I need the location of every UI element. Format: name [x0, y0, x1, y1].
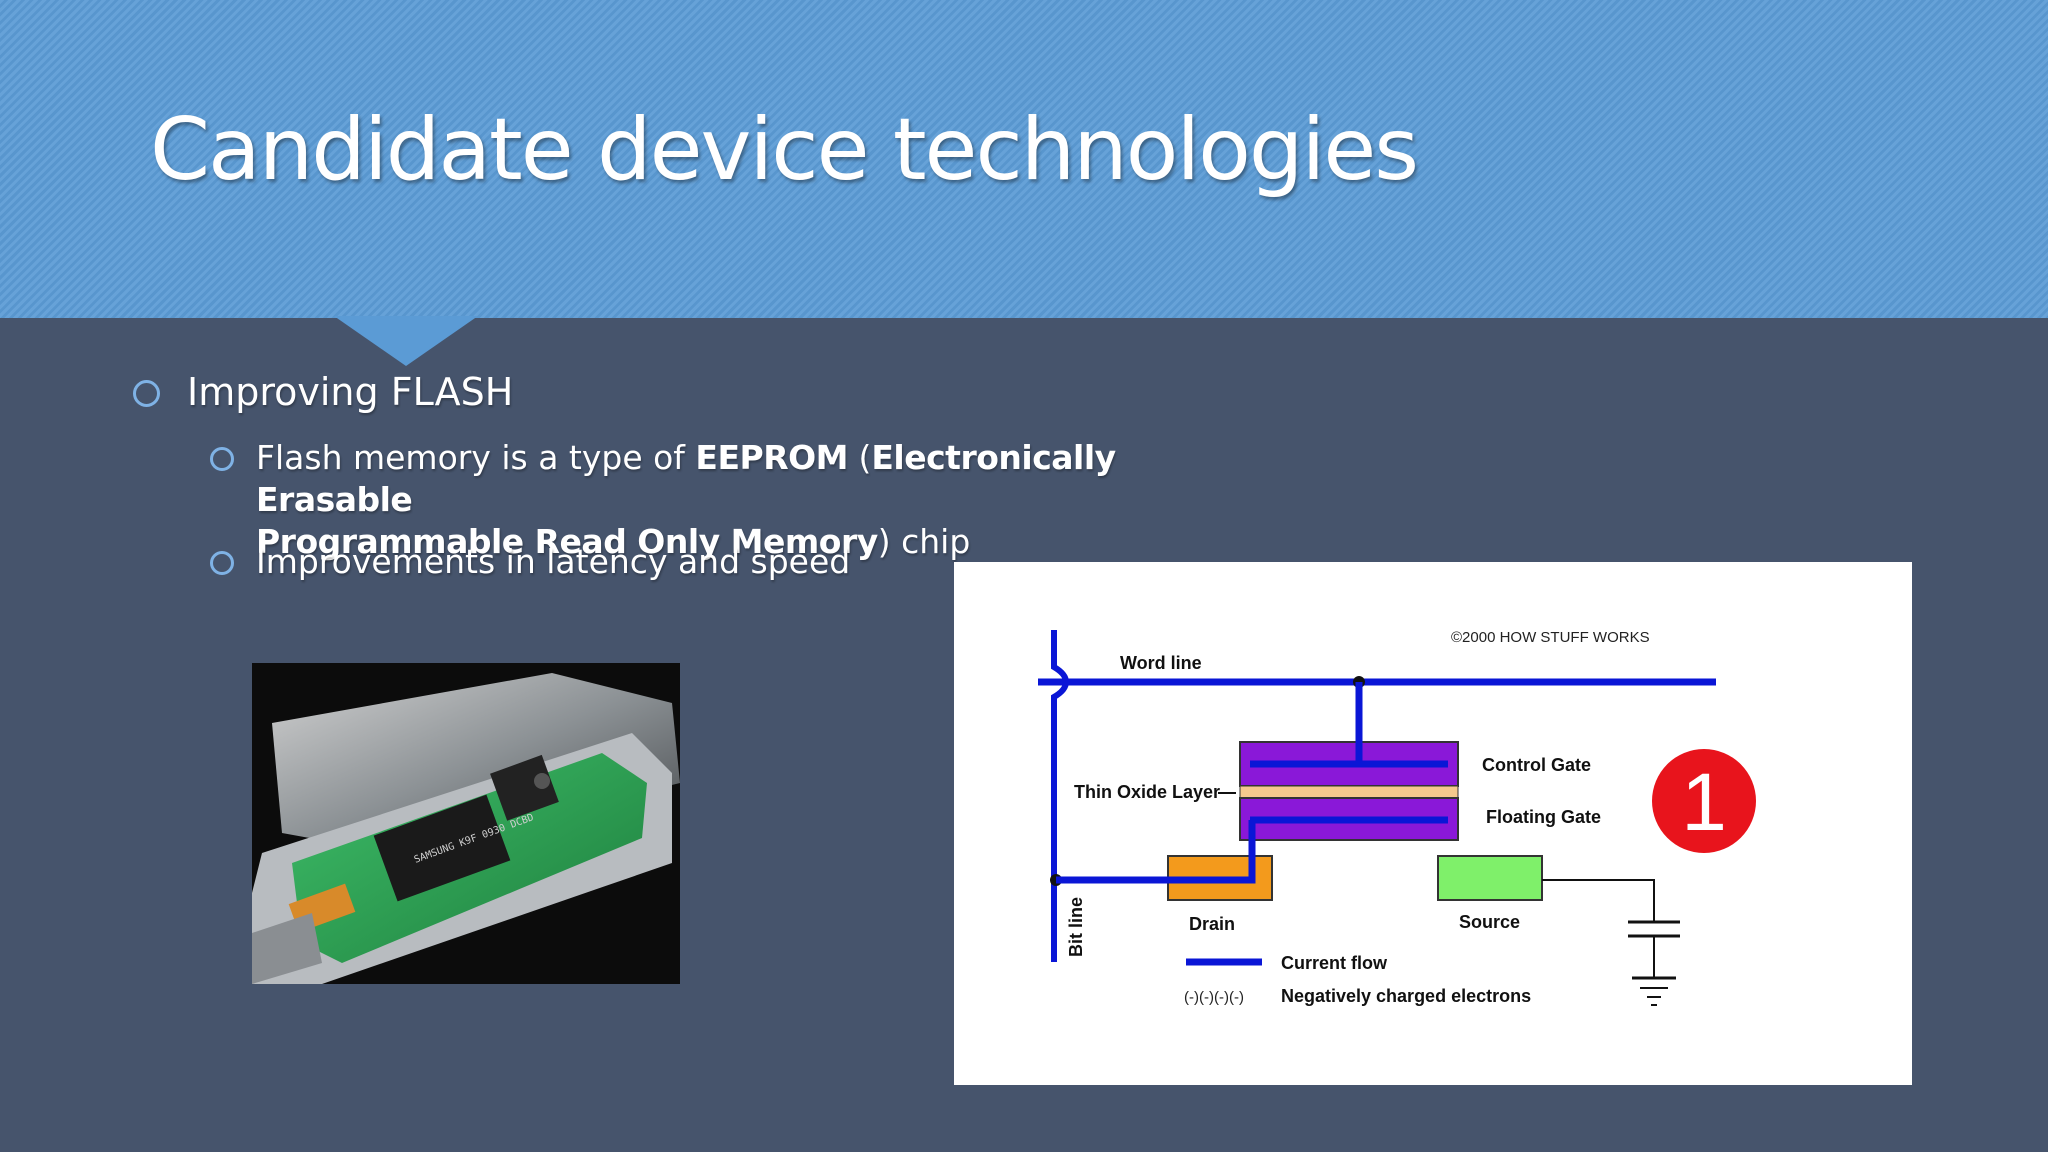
usb-flash-drive-photo: SAMSUNG K9F 0930 DCBD	[252, 663, 680, 984]
slide-title: Candidate device technologies	[150, 100, 1419, 200]
bullet-ring-icon	[133, 380, 160, 407]
paren-open: (	[848, 438, 872, 477]
eeprom-term: EEPROM	[695, 438, 848, 477]
legend-electrons-symbol: (-)(-)(-)(-)	[1184, 989, 1244, 1006]
bullet-text: Improvements in latency and speed	[256, 542, 851, 581]
bullet-ring-icon	[210, 551, 234, 575]
drain-label: Drain	[1189, 914, 1235, 934]
bit-line	[1051, 630, 1070, 962]
eeprom-expansion-1: Electronically Erasable	[256, 438, 1116, 519]
source-block	[1437, 855, 1543, 901]
eeprom-expansion-2: Programmable Read Only Memory	[256, 522, 878, 561]
source-label: Source	[1459, 912, 1520, 932]
flash-cell-diagram-svg: ©2000 HOW STUFF WORKS Word line Bit line…	[1038, 629, 1756, 1006]
bullet-ring-icon	[210, 447, 234, 471]
bullet-text: Improving FLASH	[187, 370, 514, 414]
floating-gate-label: Floating Gate	[1486, 807, 1601, 827]
drain-current-path	[1056, 820, 1256, 884]
usb-flash-drive-illustration: SAMSUNG K9F 0930 DCBD	[252, 663, 680, 984]
bit-line-label: Bit line	[1066, 897, 1086, 957]
step-badge-number: 1	[1681, 757, 1727, 848]
bullet-latency: Improvements in latency and speed	[210, 541, 850, 583]
control-gate-label: Control Gate	[1482, 755, 1591, 775]
bullet-improving-flash: Improving FLASH	[133, 370, 513, 414]
bullet-text-prefix: Flash memory is a type of	[256, 438, 696, 477]
header-band: Candidate device technologies	[0, 0, 2048, 318]
source-wire	[1542, 879, 1655, 922]
word-line-label: Word line	[1120, 653, 1202, 673]
step-badge	[1652, 749, 1756, 853]
thin-oxide-layer	[1239, 785, 1459, 799]
thin-oxide-label: Thin Oxide Layer	[1074, 782, 1220, 802]
bullet-text-suffix: ) chip	[877, 522, 971, 561]
bullet-flash-eeprom: Flash memory is a type of EEPROM (Electr…	[210, 437, 1160, 563]
flash-cell-diagram: ©2000 HOW STUFF WORKS Word line Bit line…	[954, 562, 1912, 1085]
ground-icon	[1628, 920, 1680, 1006]
diagram-copyright: ©2000 HOW STUFF WORKS	[1451, 629, 1650, 646]
legend-current-label: Current flow	[1281, 953, 1388, 973]
header-notch	[334, 316, 478, 366]
bullet-text: Flash memory is a type of EEPROM (Electr…	[256, 437, 1160, 563]
legend-electrons-label: Negatively charged electrons	[1281, 986, 1531, 1006]
